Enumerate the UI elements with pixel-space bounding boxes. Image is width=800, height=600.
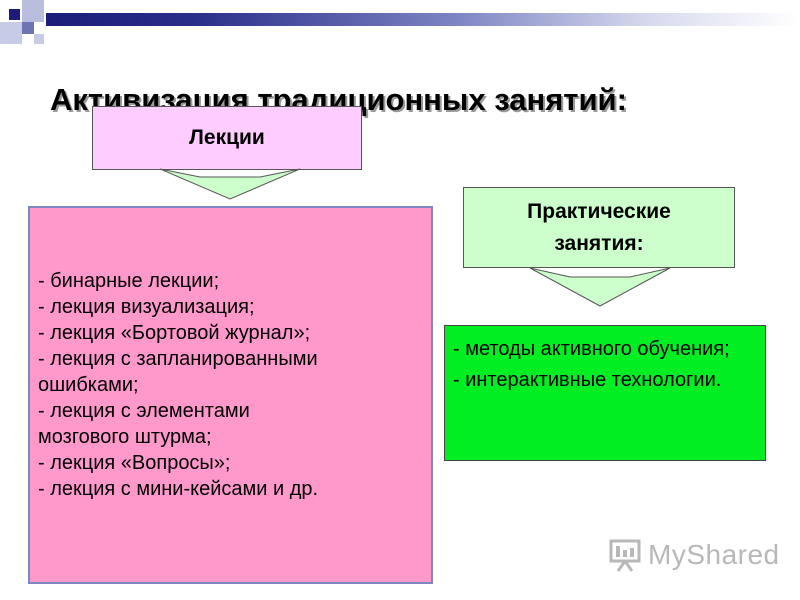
- practical-label-line2: занятия:: [554, 231, 644, 255]
- down-arrow-icon: [530, 267, 670, 307]
- practical-list: - методы активного обучения; - интерактив…: [444, 325, 766, 461]
- list-item: - лекция с запланированными: [38, 348, 318, 370]
- decor-square-light: [22, 0, 44, 22]
- list-item: мозгового штурма;: [38, 426, 212, 448]
- lectures-list: - бинарные лекции; - лекция визуализация;…: [28, 206, 433, 584]
- decor-square-light: [34, 34, 44, 44]
- list-item: - лекция «Бортовой журнал»;: [38, 322, 311, 344]
- watermark-logo: MyShared: [608, 538, 780, 572]
- logo-text: MyShared: [648, 539, 780, 570]
- list-item: ошибками;: [38, 374, 139, 396]
- decor-square-dark: [9, 9, 20, 20]
- list-item: - лекция с мини-кейсами и др.: [38, 478, 319, 500]
- list-item: - методы активного обучения;: [453, 338, 730, 360]
- list-item: - бинарные лекции;: [38, 270, 220, 292]
- practical-label-line1: Практические: [527, 199, 671, 223]
- presentation-board-icon: [609, 539, 641, 572]
- list-item: - интерактивные технологии.: [453, 369, 722, 391]
- lectures-header-box: Лекции: [92, 106, 362, 170]
- list-item: - лекция с элементами: [38, 400, 250, 422]
- lectures-label: Лекции: [189, 126, 265, 149]
- decor-square-light: [0, 22, 22, 44]
- list-item: - лекция «Вопросы»;: [38, 452, 231, 474]
- top-gradient-bar: [46, 13, 800, 26]
- practical-header-box: Практические занятия:: [463, 187, 735, 268]
- decor-square-mid: [22, 22, 34, 34]
- list-item: - лекция визуализация;: [38, 296, 255, 318]
- down-arrow-icon: [160, 168, 300, 200]
